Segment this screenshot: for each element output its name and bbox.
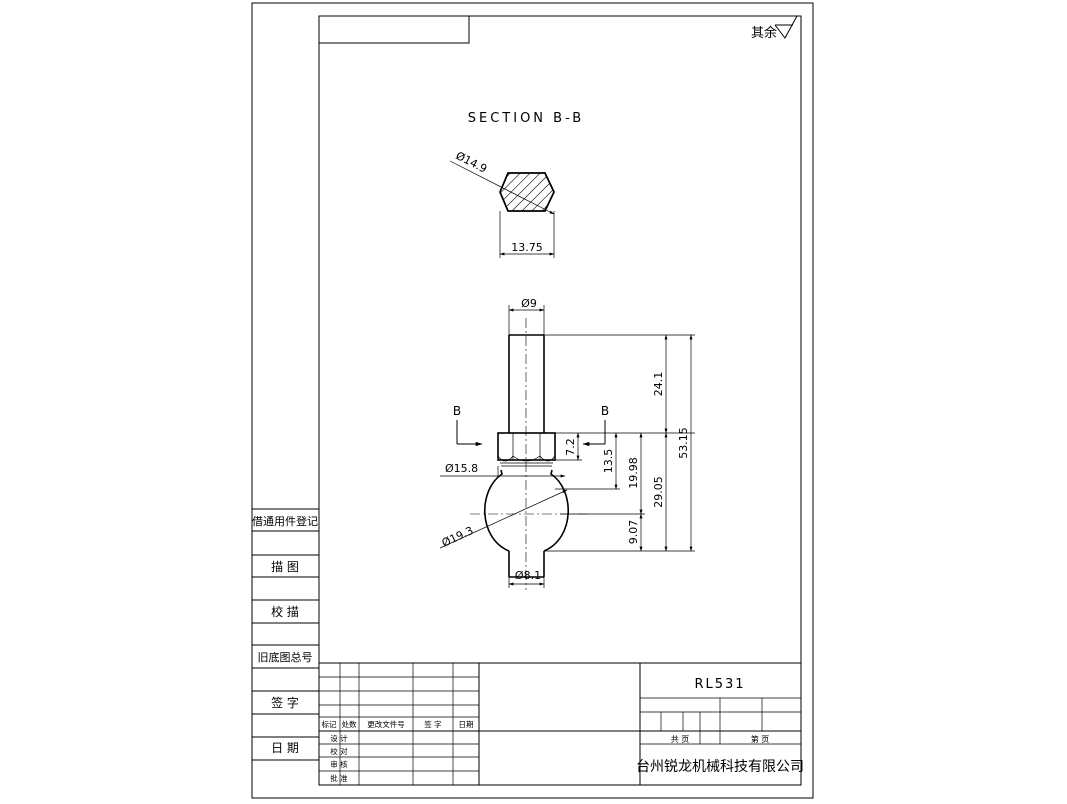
dim-hex-diameter: Ø15.8 <box>445 462 478 475</box>
side-label-signature: 签 字 <box>271 695 299 710</box>
top-left-code-box <box>318 15 470 44</box>
dim-shaft-diameter: Ø9 <box>521 297 537 310</box>
side-label-trace: 描 图 <box>271 560 299 574</box>
outer-border <box>251 2 814 799</box>
revision-header-count: 处数 <box>342 719 357 729</box>
dim-7-2: 7.2 <box>564 438 577 456</box>
side-label-check: 校 描 <box>271 604 299 619</box>
inner-border <box>318 15 802 786</box>
dim-neck-diameter: Ø8.1 <box>515 569 541 582</box>
revision-header-mark: 标记 <box>322 719 337 729</box>
dim-29-05: 29.05 <box>652 476 665 508</box>
dim-ball-diameter: Ø19.3 <box>440 524 476 550</box>
sheet-number-label: 第 页 <box>751 734 770 744</box>
approval-design: 设 计 <box>330 733 348 743</box>
side-label-register: 借通用件登记 <box>252 514 318 528</box>
roughness-note: 其余 <box>751 25 777 41</box>
part-view: Ø9 Ø15.8 Ø19.3 Ø8.1 B B 7.2 13.5 <box>440 297 695 590</box>
section-marker-right: B <box>601 404 609 418</box>
revision-header-date: 日期 <box>459 720 474 729</box>
revision-header-sign: 签 字 <box>424 719 441 729</box>
section-view: Ø14.9 13.75 <box>449 149 555 258</box>
approval-approve: 批 准 <box>330 773 348 783</box>
side-label-old-number: 旧底图总号 <box>258 650 313 664</box>
section-title: SECTION B-B <box>468 111 584 126</box>
dim-9-07: 9.07 <box>627 520 640 545</box>
side-panel: 借通用件登记 描 图 校 描 旧底图总号 签 字 日 期 <box>252 508 319 761</box>
dim-13-5: 13.5 <box>602 449 615 474</box>
dim-section-width: 13.75 <box>511 241 543 254</box>
roughness-symbol: 其余 <box>751 15 798 41</box>
total-pages-label: 共 页 <box>671 735 690 744</box>
side-label-date: 日 期 <box>271 741 299 755</box>
approval-review: 审 核 <box>330 759 348 769</box>
company-name: 台州锐龙机械科技有限公司 <box>636 759 804 775</box>
part-number: RL531 <box>694 677 745 692</box>
dim-24-1: 24.1 <box>652 372 665 397</box>
title-block: 标记 处数 更改文件号 签 字 日期 设 计 校 对 审 核 批 准 RL531… <box>319 662 804 785</box>
revision-header-doc: 更改文件号 <box>367 719 405 729</box>
approval-proof: 校 对 <box>330 746 348 756</box>
section-marker-left: B <box>453 404 461 418</box>
dim-19-98: 19.98 <box>627 457 640 489</box>
dim-53-15: 53.15 <box>677 427 690 459</box>
